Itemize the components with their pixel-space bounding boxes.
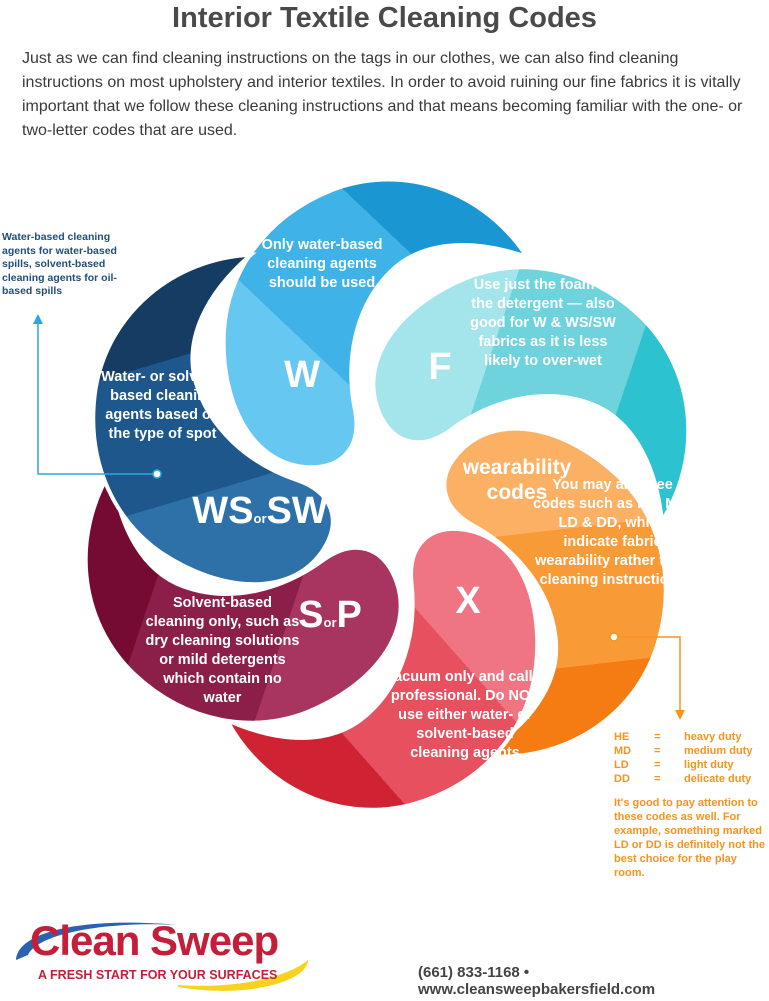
sp-code: SorP (298, 594, 362, 636)
intro-paragraph: Just as we can find cleaning instruction… (22, 50, 743, 139)
legend-row: HE=heavy duty (614, 731, 742, 743)
ws-code: WSorSW (192, 490, 328, 532)
legend-row: LD=light duty (614, 759, 734, 771)
x-code: X (455, 580, 481, 622)
legend-row: MD=medium duty (614, 745, 753, 757)
f-description: Use just the foam of the detergent — als… (470, 277, 616, 369)
w-code: W (284, 354, 320, 396)
logo-name: Clean Sweep (30, 917, 279, 964)
w-description: Only water-based cleaning agents should … (261, 237, 383, 291)
wearability-description: You may also see codes such as HE, MD, L… (533, 477, 692, 588)
page-title: Interior Textile Cleaning Codes (172, 2, 597, 34)
ws-description: Water- or solvent-based cleaning agents … (101, 369, 224, 442)
legend-note: It's good to pay attention to these code… (614, 797, 765, 879)
ws-callout-line (33, 314, 162, 479)
logo-tagline: A FRESH START FOR YOUR SURFACES (38, 968, 278, 982)
legend-row: DD=delicate duty (614, 773, 752, 785)
logo-swoosh-icon (16, 922, 308, 991)
x-description: Vacuum only and call a professional. Do … (385, 669, 545, 761)
wearability-code: wearability codes (462, 456, 572, 504)
contact-info: (661) 833-1168 • www.cleansweepbakersfie… (418, 964, 656, 998)
wear-callout-line (609, 632, 685, 720)
f-code: F (428, 346, 452, 388)
sp-description: Solvent-based cleaning only, such as dry… (145, 595, 300, 706)
wearability-legend: HE=heavy duty MD=medium duty LD=light du… (614, 730, 769, 880)
ws-note: Water-based cleaning agents for water-ba… (2, 231, 117, 297)
